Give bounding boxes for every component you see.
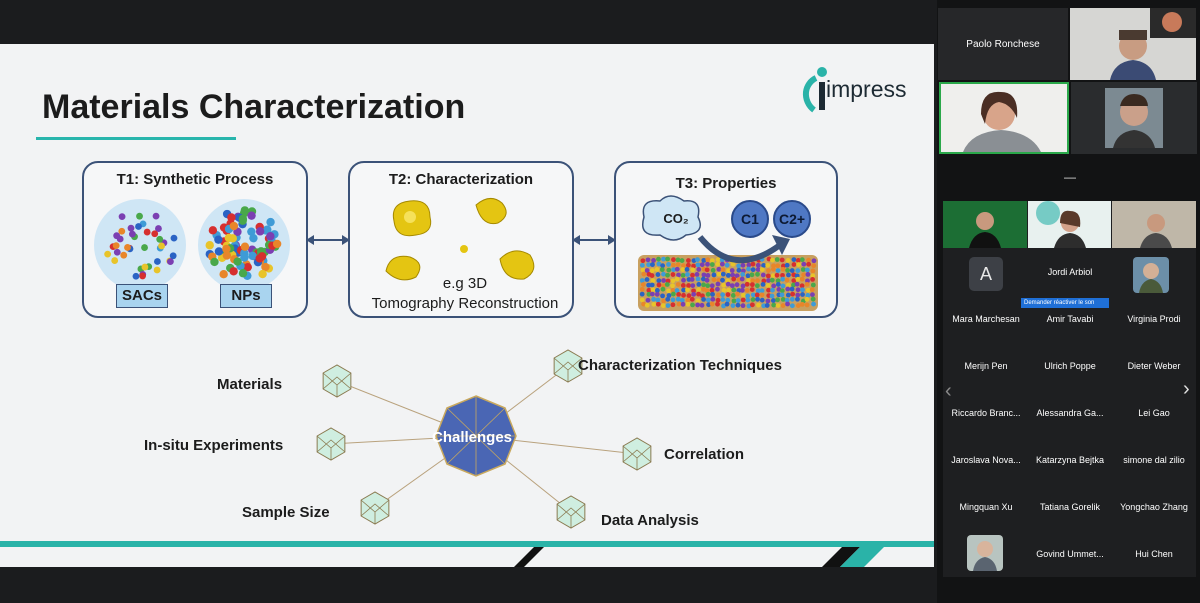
node-techniques: Characterization Techniques — [578, 357, 782, 374]
panel-synthetic-process: T1: Synthetic Process SACs NPs — [82, 161, 308, 318]
avatar — [967, 535, 1003, 571]
participant-name: Ulrich Poppe — [1044, 361, 1096, 371]
participant-name: Amir Tavabi — [1046, 314, 1094, 324]
participant-name: Alessandra Ga... — [1036, 408, 1104, 418]
double-arrow-icon — [572, 235, 616, 245]
tag-sacs: SACs — [116, 284, 168, 308]
caption-line-2: Tomography Reconstruction — [371, 295, 559, 312]
slide-title: Materials Characterization — [42, 88, 466, 126]
participant-name: Riccardo Branc... — [951, 408, 1021, 418]
participant-name: Jordi Arbiol — [1047, 267, 1093, 277]
node-correlation: Correlation — [664, 446, 745, 463]
impress-logo — [802, 67, 827, 113]
gallery-video-3[interactable] — [1112, 201, 1196, 248]
gallery-video-2[interactable] — [1028, 201, 1111, 248]
tomography-particles — [385, 198, 535, 281]
participant-name: Hui Chen — [1135, 549, 1173, 559]
person-silhouette — [1140, 214, 1172, 248]
avatar — [1133, 257, 1169, 293]
video-tile-speaker-1[interactable] — [1070, 8, 1196, 80]
participant-name: Dieter Weber — [1127, 361, 1181, 371]
logo-text: impress — [826, 76, 907, 102]
participant-name: Yongchao Zhang — [1120, 502, 1188, 512]
person-silhouette — [973, 541, 997, 571]
bubble-c1: C1 — [741, 211, 759, 227]
participant-name: Paolo Ronchese — [966, 39, 1040, 50]
challenges-mindmap — [316, 349, 652, 529]
shared-slide: impress Materials Characterization T1: S… — [0, 44, 934, 567]
participant-name: Mingquan Xu — [959, 502, 1013, 512]
video-tile-active-speaker[interactable] — [939, 82, 1069, 154]
node-sample-size: Sample Size — [242, 504, 330, 521]
node-insitu: In-situ Experiments — [144, 437, 284, 454]
minimize-bar-icon[interactable]: — — [1064, 170, 1076, 184]
participant-name: simone dal zilio — [1123, 455, 1185, 465]
title-underline — [36, 137, 236, 140]
gallery-video-1[interactable] — [943, 201, 1027, 248]
person-silhouette — [1110, 8, 1196, 80]
mindmap-center: Challenges — [432, 429, 513, 446]
panel-characterization: T2: Characterization e.g 3D Tomography R… — [348, 161, 574, 318]
double-arrow-icon — [306, 235, 350, 245]
panel-title: T1: Synthetic Process — [116, 171, 274, 188]
participant-name: Virginia Prodi — [1127, 314, 1181, 324]
node-data-analysis: Data Analysis — [601, 512, 699, 529]
panel-properties: T3: Properties CO₂ C1 C2+ — [614, 161, 838, 318]
participant-name: Katarzyna Bejtka — [1035, 455, 1105, 465]
participant-name: Tatiana Gorelik — [1039, 502, 1101, 512]
bubble-co2: CO₂ — [663, 210, 689, 226]
unmute-request-tooltip[interactable]: Demander réactiver le son — [1021, 298, 1109, 308]
person-silhouette — [963, 91, 1041, 152]
participant-name: Govind Ummet... — [1036, 549, 1104, 559]
catalysis-illustration — [638, 195, 818, 311]
next-page-button[interactable]: › — [1183, 378, 1190, 400]
footer-decoration — [514, 547, 884, 567]
prev-page-button[interactable]: ‹ — [945, 380, 952, 402]
particle-spheres — [94, 199, 290, 291]
participant-gallery: A Jordi Arbiol Demander réactiver le son… — [943, 201, 1196, 577]
person-silhouette — [1105, 88, 1163, 148]
person-silhouette — [1036, 201, 1086, 248]
panel-title: T2: Characterization — [388, 171, 534, 188]
avatar: A — [969, 257, 1003, 291]
bubble-c2plus: C2+ — [778, 211, 806, 227]
tag-nps: NPs — [220, 284, 272, 308]
caption-line-1: e.g 3D — [442, 275, 488, 292]
person-silhouette — [1139, 263, 1163, 293]
video-tile-paolo[interactable]: Paolo Ronchese — [938, 8, 1068, 80]
participant-name: Lei Gao — [1138, 408, 1170, 418]
panel-title: T3: Properties — [675, 175, 777, 192]
video-tile-speaker-3[interactable] — [1071, 82, 1197, 154]
node-materials: Materials — [217, 376, 283, 393]
footer-stripe — [0, 541, 934, 547]
participant-name: Merijn Pen — [964, 361, 1008, 371]
participant-name: Jaroslava Nova... — [951, 455, 1021, 465]
person-silhouette — [943, 201, 1027, 248]
participant-name: Mara Marchesan — [952, 314, 1020, 324]
